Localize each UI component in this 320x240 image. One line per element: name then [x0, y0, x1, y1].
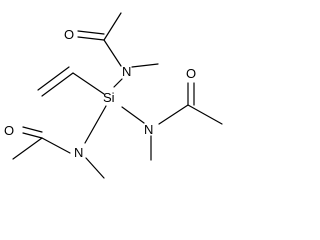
bond-carbonyl-methyl-right [187, 104, 223, 125]
atom-label-o-right: O [186, 66, 196, 81]
bond-si-n-left [84, 105, 107, 144]
atom-label-o-left: O [4, 123, 14, 138]
bond-si-n-right [121, 106, 145, 124]
bond-carbonyl-o-top [77, 36, 105, 41]
bond-carbonyl-methyl-top [103, 12, 122, 41]
atom-label-n-left: N [74, 145, 83, 160]
atom-label-si: Si [103, 90, 115, 105]
bond-n-right-carbonyl [158, 104, 189, 125]
bond-vinyl-double-a [41, 72, 74, 97]
molecule-svg: Si N N N O O O [4, 12, 223, 179]
bond-n-left-methyl [85, 157, 105, 179]
bond-carbonyl-o-top-2 [77, 30, 105, 35]
bond-n-left-carbonyl [41, 137, 71, 154]
structure-diagram: Si N N N O O O [4, 12, 223, 179]
bond-carbonyl-o-left-2 [22, 126, 43, 133]
bond-n-top-methyl [131, 63, 159, 68]
atom-label-n-top: N [122, 64, 131, 79]
bond-carbonyl-o-left [22, 132, 43, 139]
bond-n-top-carbonyl [103, 39, 122, 67]
bond-vinyl-double-b [37, 66, 70, 91]
atom-label-n-right: N [144, 122, 153, 137]
atom-label-o-top: O [64, 27, 74, 42]
bond-si-vinyl [72, 72, 105, 95]
bond-si-n-top [113, 78, 123, 88]
bond-carbonyl-methyl-left [12, 137, 43, 160]
